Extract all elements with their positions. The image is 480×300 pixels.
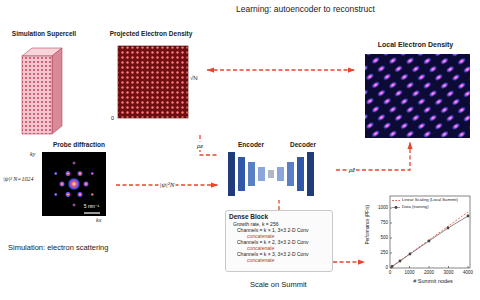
central-spot (67, 177, 81, 191)
diffraction-figure (42, 152, 106, 216)
axis-label: 0 (111, 115, 117, 122)
spot-ring (59, 170, 89, 197)
legend-line-sample (392, 198, 400, 203)
tick-label: 2000 (419, 270, 439, 275)
encoder-layer (248, 162, 255, 186)
section-caption: Scale on Summit (250, 280, 330, 289)
encoder-layer (228, 152, 235, 196)
encoder-layer (258, 167, 265, 181)
decoder-layer (287, 162, 294, 186)
supercell-panel: Simulation Supercell (8, 30, 80, 138)
network-figure (228, 152, 314, 196)
encoder-label: Encoder (226, 141, 276, 149)
dashed-arrow (207, 69, 355, 70)
decoder-layer (307, 152, 314, 196)
decoder-label: Decoder (278, 141, 328, 149)
tick-label: 500 (372, 235, 388, 240)
dashed-arrow (278, 200, 279, 210)
diffraction-ground (42, 152, 106, 216)
concat-step: concatenate (247, 233, 329, 239)
legend-entry: Data (training) (392, 204, 472, 210)
edge-symbol: |ψ|²N (159, 181, 176, 189)
supercell-figure (22, 48, 62, 134)
decoder-layer (297, 157, 304, 191)
legend-entry: Linear Scaling (Local Summit) (392, 197, 472, 203)
tick-label: 3000 (439, 270, 459, 275)
conv-layer: Channels = k × 3, 3×3 2-D Conv (237, 251, 329, 257)
outer-spot-ring (54, 161, 94, 207)
panel-heading: Simulation Supercell (8, 30, 80, 38)
cell-front (22, 56, 52, 134)
data-line (392, 216, 468, 267)
tick-label: 0 (372, 265, 388, 270)
diffraction-panel: Probe diffraction (8, 140, 116, 238)
block-heading: Dense Block (229, 213, 329, 221)
growth-rate: Growth rate, k = 256 (233, 221, 329, 227)
conv-layer: Channels = k × 1, 3×3 2-D Conv (237, 227, 329, 233)
dashed-arrow (333, 261, 365, 262)
figure-title: Learning: autoencoder to reconstruct (236, 4, 446, 14)
concat-step: concatenate (247, 245, 329, 251)
axis-title: # Summit nodes (390, 278, 476, 285)
axis-title: Performance (PF/s) (365, 199, 370, 251)
latent-layer (268, 170, 274, 178)
concat-step: concatenate (247, 257, 329, 263)
encoder-layer (238, 157, 245, 191)
legend-marker-sample (395, 206, 398, 209)
edge-symbol: ρz (196, 142, 204, 150)
legend-marker-sample (392, 205, 400, 210)
cell-side (52, 48, 62, 134)
legend-text: Linear Scaling (Local Summit) (402, 197, 472, 202)
scale-label: 5 nm⁻¹ (78, 203, 105, 209)
tick-label: 1000 (400, 270, 420, 275)
axis-label: ky (30, 151, 41, 158)
tick-label: 750 (372, 220, 388, 225)
edge-symbol: ρ̂z (348, 166, 356, 174)
panel-heading: Local Electron Density (355, 41, 476, 49)
tick-label: 1000 (372, 205, 388, 210)
local-density-image (365, 54, 470, 138)
decoder-layer (277, 167, 284, 181)
axis-label: √N (190, 75, 207, 82)
data-markers (391, 215, 470, 268)
scale-bar (84, 212, 100, 213)
tick-label: 4000 (458, 270, 478, 275)
tick-marks (390, 208, 468, 268)
legend-text: Data (training) (402, 204, 472, 209)
legend-line-sample (392, 200, 400, 201)
tick-label: 250 (372, 250, 388, 255)
projected-density-image (118, 46, 188, 118)
linear-scaling-line (390, 212, 468, 268)
section-caption: Simulation: electron scattering (8, 243, 158, 252)
tick-label: 0 (380, 270, 400, 275)
panel-heading: Probe diffraction (42, 141, 116, 149)
panel-heading: Projected Electron Density (95, 30, 207, 38)
local-density-panel: Local Electron Density (355, 40, 476, 142)
intensity-label: |ψ|² N=1024 (3, 176, 40, 183)
axis-label: kx (96, 217, 107, 224)
legend-line-sample (392, 207, 400, 208)
autoencoder: EncoderDecoder (218, 140, 336, 200)
dense-block: Dense BlockGrowth rate, k = 256Channels … (225, 210, 333, 272)
conv-layer: Channels = k × 2, 3×3 2-D Conv (237, 239, 329, 245)
